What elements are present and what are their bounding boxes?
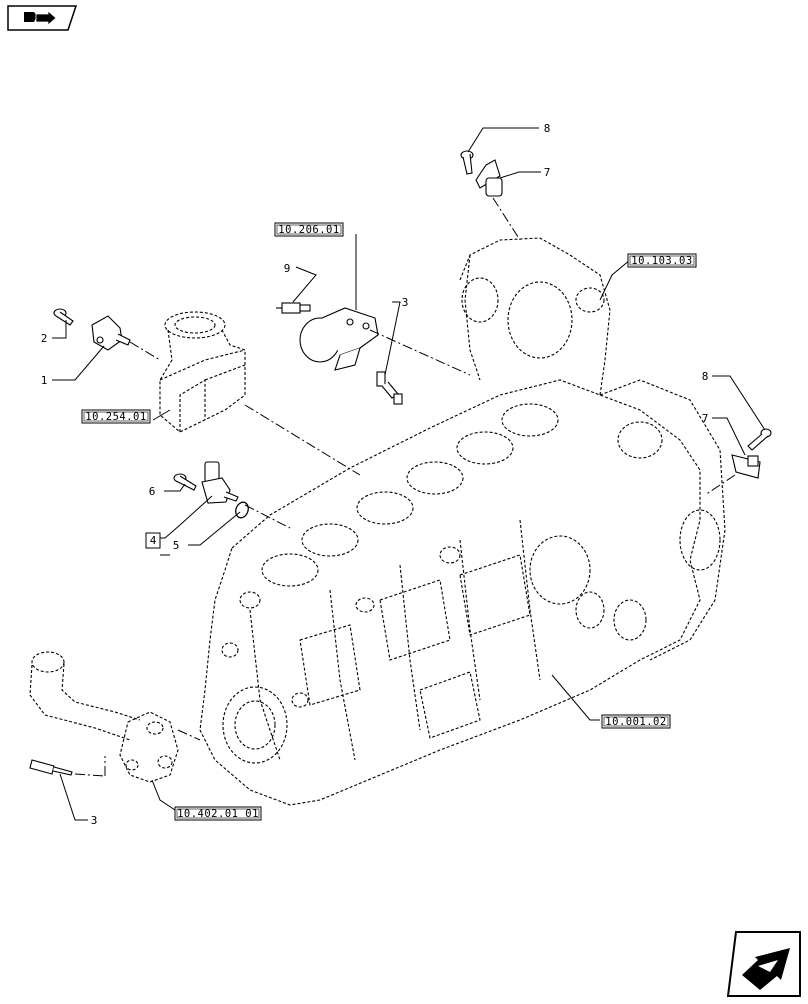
bolt-part-8-right <box>747 428 772 451</box>
ref-box-10-254-01[interactable]: 10.254.01 <box>81 409 151 424</box>
water-pipe <box>29 651 179 783</box>
thermostat-assembly <box>299 307 379 371</box>
o-ring-part-5 <box>235 501 249 519</box>
sensor-part-3-lower <box>29 759 73 776</box>
ref-label: 10.254.01 <box>85 411 146 423</box>
callout-5: 5 <box>173 539 180 552</box>
thermostat-housing <box>159 311 246 433</box>
ref-box-10-001-02[interactable]: 10.001.02 <box>601 714 671 729</box>
callout-7-top: 7 <box>544 166 551 179</box>
callout-3-bottom: 3 <box>91 814 98 827</box>
callout-6: 6 <box>149 485 156 498</box>
book-arrow-icon[interactable] <box>7 5 78 31</box>
ref-label: 10.103.03 <box>631 255 692 267</box>
callout-1: 1 <box>41 374 48 387</box>
assembly-lines <box>74 197 736 777</box>
sensor-part-1 <box>91 315 131 351</box>
next-page-arrow-icon[interactable] <box>726 931 801 997</box>
engine-block <box>199 237 726 806</box>
callout-8-top: 8 <box>544 122 551 135</box>
callout-7-right: 7 <box>702 412 709 425</box>
ref-box-10-103-03[interactable]: 10.103.03 <box>627 253 697 268</box>
callout-4: 4 <box>150 534 157 547</box>
callout-9: 9 <box>284 262 291 275</box>
sensor-part-3-upper <box>376 371 403 405</box>
callout-8-right: 8 <box>702 370 709 383</box>
callout-3-top: 3 <box>402 296 409 309</box>
bolt-part-6 <box>173 473 197 491</box>
speed-sensor-part-7-right <box>731 454 761 479</box>
ref-box-10-402-01-01[interactable]: 10.402.01 01 <box>174 806 262 821</box>
ref-label: 10.206.01 <box>278 224 339 236</box>
bolt-part-2 <box>53 308 74 326</box>
ref-label: 10.001.02 <box>605 716 666 728</box>
leader-lines <box>52 127 766 821</box>
ref-box-10-206-01[interactable]: 10.206.01 <box>274 222 344 237</box>
callout-2: 2 <box>41 332 48 345</box>
bolt-part-8-top <box>460 150 474 175</box>
pressure-sensor <box>201 461 239 504</box>
ref-label: 10.402.01 01 <box>177 808 259 820</box>
speed-sensor-part-7-top <box>475 159 503 197</box>
callout-4-box: 4 <box>145 532 161 549</box>
temperature-sensor-part-9 <box>276 302 311 314</box>
